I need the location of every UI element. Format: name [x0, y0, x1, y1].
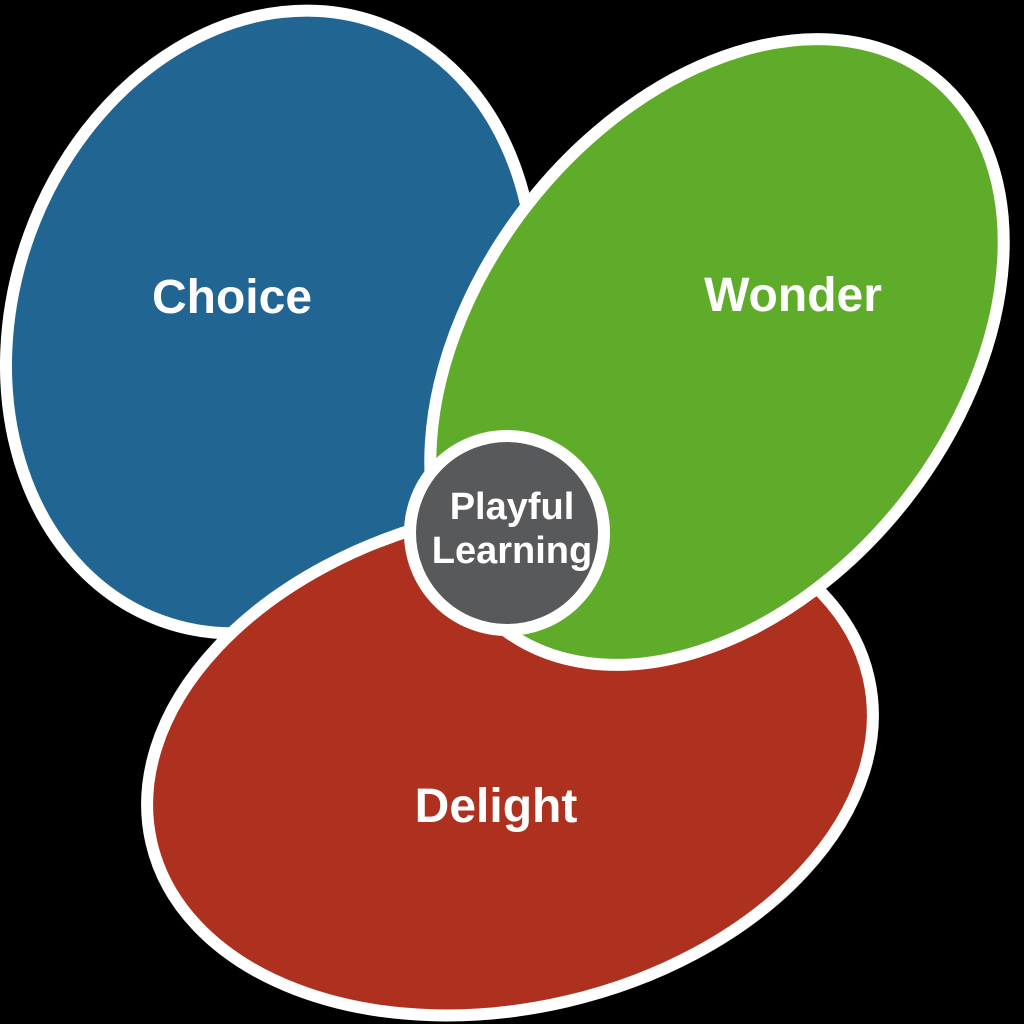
wonder-label: Wonder	[704, 269, 882, 322]
choice-label: Choice	[152, 271, 312, 324]
delight-label: Delight	[415, 780, 578, 833]
center-circle	[404, 430, 610, 636]
center-label-line1: Playful	[450, 486, 575, 528]
center-label-line2: Learning	[432, 530, 592, 572]
